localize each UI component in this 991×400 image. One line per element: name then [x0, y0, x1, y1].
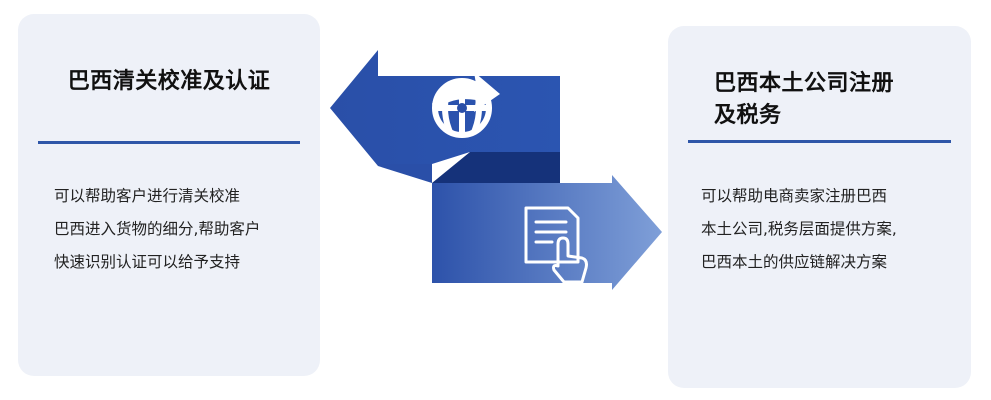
left-card-line: 可以帮助客户进行清关校准	[54, 187, 241, 205]
left-info-card: 巴西清关校准及认证 可以帮助客户进行清关校准 巴西进入货物的细分,帮助客户 快速…	[18, 14, 320, 376]
right-card-body: 可以帮助电商卖家注册巴西 本土公司,税务层面提供方案, 巴西本土的供应链解决方案	[701, 180, 959, 279]
right-card-line: 可以帮助电商卖家注册巴西	[701, 187, 888, 205]
right-card-title: 巴西本土公司注册 及税务	[714, 68, 961, 132]
right-card-line: 巴西本土的供应链解决方案	[701, 253, 888, 271]
right-card-title-line: 及税务	[714, 103, 782, 128]
right-info-card: 巴西本土公司注册 及税务 可以帮助电商卖家注册巴西 本土公司,税务层面提供方案,…	[668, 26, 971, 388]
globe-arrow-overlay	[432, 72, 500, 112]
left-card-divider	[38, 141, 300, 144]
left-card-line: 快速识别认证可以给予支持	[54, 253, 241, 271]
arrow-fold	[432, 152, 560, 183]
right-card-divider	[688, 140, 951, 143]
left-card-line: 巴西进入货物的细分,帮助客户	[54, 220, 261, 238]
document-click-icon	[524, 206, 588, 284]
right-card-line: 本土公司,税务层面提供方案,	[701, 220, 897, 238]
left-card-title: 巴西清关校准及认证	[67, 69, 271, 94]
left-card-body: 可以帮助客户进行清关校准 巴西进入货物的细分,帮助客户 快速识别认证可以给予支持	[54, 180, 304, 279]
right-card-title-line: 巴西本土公司注册	[714, 71, 895, 96]
